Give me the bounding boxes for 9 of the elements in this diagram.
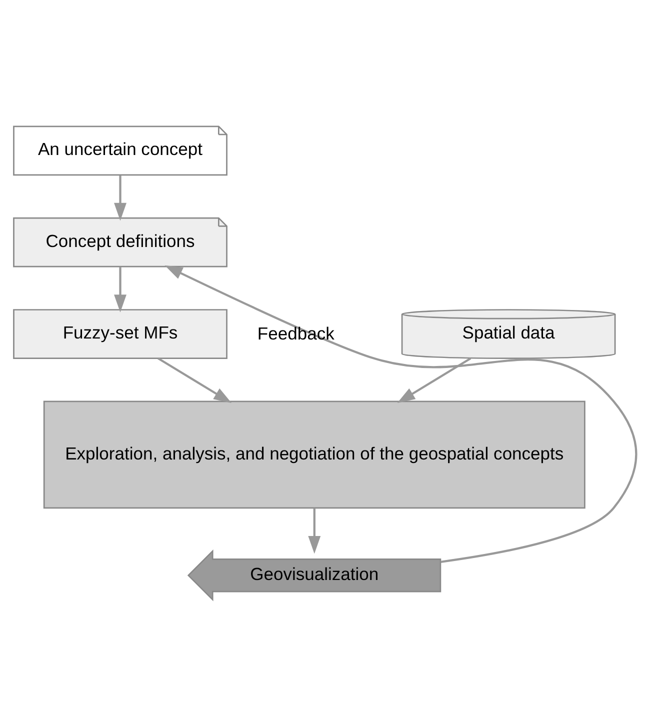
arrow — [164, 264, 638, 562]
node-box: Fuzzy-set MFs — [13, 308, 228, 358]
arrow — [114, 266, 126, 312]
arrow — [158, 356, 232, 402]
arrow — [308, 508, 321, 554]
arrow — [114, 174, 126, 220]
edge-label: Feedback — [257, 322, 334, 343]
arrow — [397, 356, 472, 402]
node-box: Exploration, analysis, and negotiation of the geospatial concepts — [43, 400, 586, 508]
